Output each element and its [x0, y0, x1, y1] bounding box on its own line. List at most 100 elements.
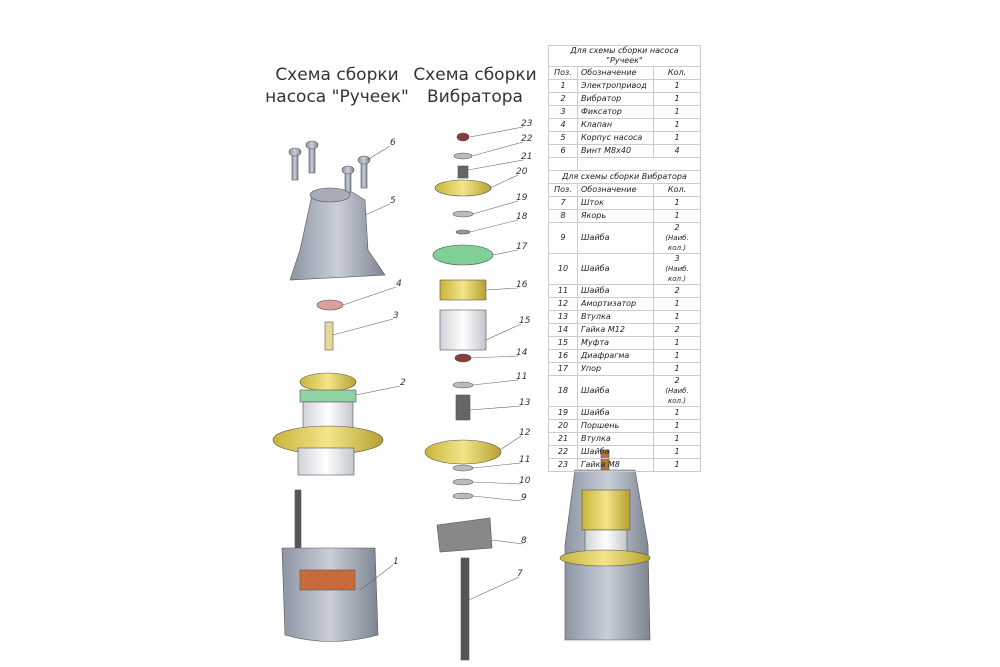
row-qty: 1	[653, 362, 701, 376]
row-poz: 11	[548, 284, 578, 298]
row-qty: 1	[653, 310, 701, 324]
row-qty: 1	[653, 419, 701, 433]
row-qty: 2	[653, 284, 701, 298]
qty-value: 1	[674, 447, 680, 456]
title-line: насоса "Ручеек"	[265, 87, 409, 107]
row-qty: 1	[653, 79, 701, 93]
row-poz: 13	[548, 310, 578, 324]
electric-drive-part-1	[281, 489, 379, 642]
header-name: Обозначение	[577, 183, 654, 197]
blank-cell	[577, 157, 701, 171]
row-poz: 9	[548, 222, 578, 254]
qty-value: 1	[674, 107, 680, 116]
callout-11b: 11	[519, 455, 531, 465]
callout-16: 16	[516, 280, 528, 290]
row-name: Поршень	[577, 419, 654, 433]
leader-lines	[332, 126, 524, 601]
callout-23: 23	[521, 119, 533, 129]
section-title: Для схемы сборки Вибратора	[548, 170, 701, 184]
row-name: Муфта	[577, 336, 654, 350]
section-title: Для схемы сборки насоса "Ручеек"	[548, 45, 701, 67]
row-poz: 21	[548, 432, 578, 446]
callout-8: 8	[521, 536, 527, 546]
row-qty: 4	[653, 144, 701, 158]
row-qty: 1	[653, 209, 701, 223]
row-name: Корпус насоса	[577, 131, 654, 145]
callout-3: 3	[393, 311, 399, 321]
row-poz: 2	[548, 92, 578, 106]
row-qty: 1	[653, 349, 701, 363]
row-poz: 16	[548, 349, 578, 363]
callout-18: 18	[516, 212, 528, 222]
row-poz: 7	[548, 196, 578, 210]
header-qty: Кол.	[653, 66, 701, 80]
row-qty: 1	[653, 406, 701, 420]
row-qty: 1	[653, 196, 701, 210]
callout-17: 17	[516, 242, 528, 252]
qty-value: 1	[674, 338, 680, 347]
callout-2: 2	[400, 378, 406, 388]
qty-value: 1	[674, 364, 680, 373]
qty-value: 1	[674, 133, 680, 142]
row-name: Фиксатор	[577, 105, 654, 119]
vibrator-part-2	[272, 372, 384, 476]
row-poz: 12	[548, 297, 578, 311]
row-qty: 2(Наиб. кол.)	[653, 222, 701, 254]
qty-value: 3	[674, 254, 680, 263]
row-name: Амортизатор	[577, 297, 654, 311]
assembled-pump-cutaway	[559, 449, 651, 641]
callout-15: 15	[519, 316, 531, 326]
qty-value: 1	[674, 198, 680, 207]
table-section-header: Для схемы сборки насоса "Ручеек"	[548, 45, 701, 67]
row-name: Гайка М12	[577, 323, 654, 337]
qty-value: 1	[674, 434, 680, 443]
parts-table: Для схемы сборки насоса "Ручеек"Поз.Обоз…	[548, 45, 701, 472]
callout-21: 21	[521, 152, 533, 162]
row-name: Клапан	[577, 118, 654, 132]
qty-value: 1	[674, 421, 680, 430]
callout-9: 9	[521, 493, 527, 503]
row-name: Якорь	[577, 209, 654, 223]
qty-value: 4	[674, 146, 680, 155]
callout-19: 19	[516, 193, 528, 203]
row-poz: 19	[548, 406, 578, 420]
row-poz: 17	[548, 362, 578, 376]
callout-13: 13	[519, 398, 531, 408]
row-qty: 1	[653, 297, 701, 311]
row-poz: 5	[548, 131, 578, 145]
qty-value: 1	[674, 94, 680, 103]
callout-11: 11	[516, 372, 528, 382]
callout-14: 14	[516, 348, 528, 358]
row-poz: 15	[548, 336, 578, 350]
row-poz: 4	[548, 118, 578, 132]
row-qty: 1	[653, 118, 701, 132]
qty-value: 1	[674, 299, 680, 308]
row-qty: 1	[653, 336, 701, 350]
row-name: Втулка	[577, 432, 654, 446]
pump-body-part-5	[289, 187, 386, 281]
callout-12: 12	[519, 428, 531, 438]
blank-cell	[548, 157, 578, 171]
row-poz: 22	[548, 445, 578, 459]
table-section-header: Для схемы сборки Вибратора	[548, 170, 701, 184]
row-qty: 1	[653, 92, 701, 106]
qty-value: 1	[674, 312, 680, 321]
header-poz: Поз.	[548, 66, 578, 80]
